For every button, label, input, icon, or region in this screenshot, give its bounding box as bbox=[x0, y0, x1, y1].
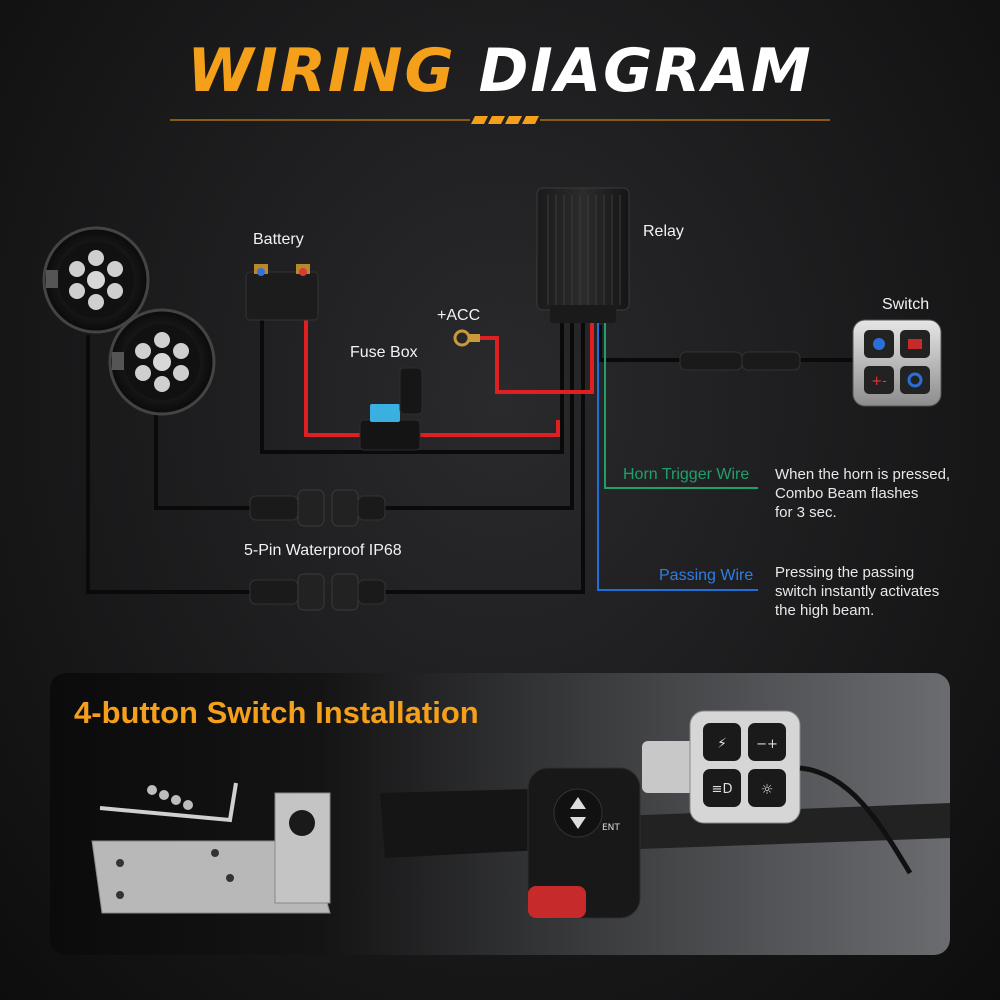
acc-label: +ACC bbox=[437, 307, 481, 324]
title-divider bbox=[170, 116, 830, 124]
connector-label: 5-Pin Waterproof IP68 bbox=[244, 542, 402, 559]
handlebar-bar bbox=[570, 803, 950, 851]
switch-label: Switch bbox=[882, 296, 930, 313]
switch-button-low-beam-icon bbox=[873, 338, 885, 350]
svg-text:⚡: ⚡ bbox=[717, 736, 727, 752]
svg-text:≡D: ≡D bbox=[712, 782, 733, 797]
horn-trigger-wire bbox=[604, 320, 758, 489]
horn-button bbox=[528, 886, 586, 918]
led-lamp-right bbox=[108, 308, 216, 416]
fuse-box-label: Fuse Box bbox=[350, 344, 418, 361]
page-title: WIRING DIAGRAM bbox=[0, 36, 1000, 106]
horn-trigger-description: When the horn is pressed, Combo Beam fla… bbox=[775, 465, 950, 522]
led-lamp-left bbox=[42, 226, 150, 334]
screws-icon bbox=[147, 785, 193, 810]
relay-box bbox=[536, 172, 630, 323]
svg-text:☼: ☼ bbox=[761, 782, 774, 798]
mounting-bracket-icon bbox=[91, 792, 331, 914]
title-part-1: WIRING bbox=[187, 36, 456, 106]
wiring-diagram: +- bbox=[42, 172, 942, 611]
acc-terminal-icon bbox=[453, 329, 480, 347]
mounted-switch-panel: ⚡ −+ ≡D ☼ bbox=[642, 710, 801, 824]
relay-label: Relay bbox=[643, 223, 684, 240]
switch-button-cycle-icon bbox=[907, 372, 923, 388]
ground-wires bbox=[86, 315, 855, 594]
svg-text:−+: −+ bbox=[756, 737, 778, 752]
battery-icon bbox=[245, 264, 319, 321]
power-wires bbox=[304, 310, 594, 437]
passing-wire-label: Passing Wire bbox=[659, 567, 754, 584]
connector-upper bbox=[249, 489, 386, 527]
switch-panel: +- bbox=[852, 319, 942, 407]
installation-panel: 4-button Switch Installation ENT bbox=[50, 673, 950, 955]
installation-title: 4-button Switch Installation bbox=[74, 695, 479, 730]
handlebar-control-housing: ENT bbox=[527, 767, 641, 919]
title-part-2: DIAGRAM bbox=[478, 36, 813, 106]
installation-illustration: ENT ⚡ −+ ≡D ☼ bbox=[91, 710, 950, 919]
horn-trigger-wire-label: Horn Trigger Wire bbox=[623, 466, 750, 483]
passing-description: Pressing the passing switch instantly ac… bbox=[775, 563, 939, 620]
passing-desc-line-1: Pressing the passing bbox=[775, 564, 915, 581]
ent-button-label: ENT bbox=[602, 823, 620, 833]
connector-lower bbox=[249, 573, 386, 611]
passing-desc-line-2: switch instantly activates bbox=[775, 583, 940, 600]
horn-desc-line-2: Combo Beam flashes bbox=[775, 485, 919, 502]
passing-desc-line-3: the high beam. bbox=[775, 602, 875, 619]
horn-desc-line-3: for 3 sec. bbox=[775, 504, 837, 521]
switch-connector bbox=[679, 351, 801, 371]
passing-wire bbox=[597, 320, 758, 591]
horn-desc-line-1: When the horn is pressed, bbox=[775, 466, 951, 483]
switch-button-plus-minus-icon: +- bbox=[871, 374, 887, 389]
hex-key-icon bbox=[99, 782, 238, 823]
switch-button-fog-icon bbox=[908, 339, 922, 349]
battery-label: Battery bbox=[253, 231, 304, 248]
fuse-box-icon bbox=[359, 367, 423, 451]
